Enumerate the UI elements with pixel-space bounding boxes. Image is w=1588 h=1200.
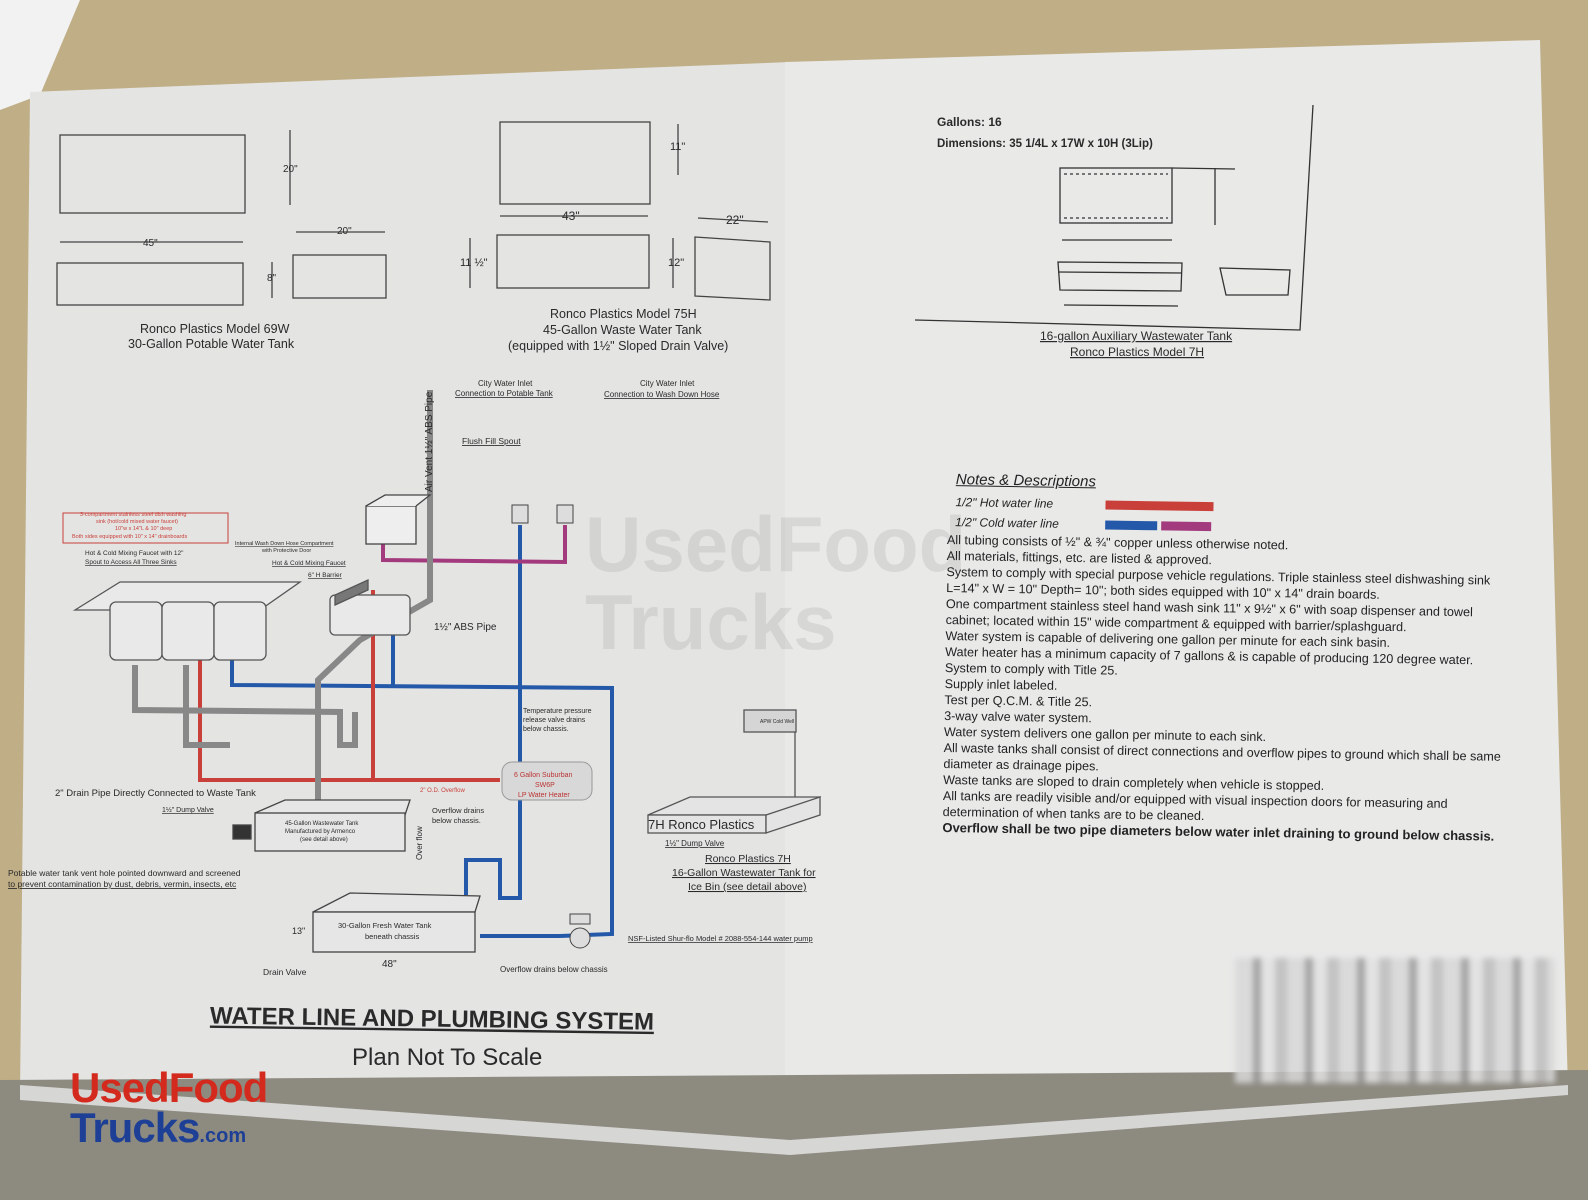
label: Manufactured by Armenco: [285, 829, 356, 835]
tank-caption: 16-gallon Auxiliary Wastewater Tank: [1040, 329, 1233, 343]
label: Hot & Cold Mixing Faucet with 12": [85, 550, 184, 557]
dim-label: 20": [283, 164, 298, 175]
label: 2" Drain Pipe Directly Connected to Wast…: [55, 788, 256, 799]
dim-label: 13": [292, 926, 305, 936]
three-compartment-sink: [72, 581, 303, 661]
label: Internal Wash Down Hose Compartment: [235, 541, 334, 547]
tank-69w-drawing: [56, 130, 387, 306]
label: City Water Inlet: [478, 379, 533, 388]
water-heater: [501, 761, 593, 801]
heater-label: LP Water Heater: [518, 792, 570, 799]
tank-75h-drawing: [469, 121, 771, 301]
tank-caption: Ronco Plastics Model 69W: [140, 322, 290, 336]
ice-bin-tank: [647, 709, 822, 834]
hot-line-swatch: [1105, 499, 1214, 511]
tank-caption: 30-Gallon Potable Water Tank: [128, 337, 295, 351]
air-vent-label: Air Vent 1½" ABS Pipe: [424, 391, 435, 492]
water-pump: [569, 913, 591, 949]
dim-label: 20": [337, 226, 352, 237]
sink-note: sink (hot/cold mixed water faucet): [96, 519, 178, 525]
tank-caption: Ronco Plastics Model 75H: [550, 307, 697, 321]
dim-label: 48": [382, 959, 397, 970]
drain-and-vent-pipes: [132, 390, 433, 800]
sink-note: Both sides equipped with 10" x 14" drain…: [72, 534, 187, 540]
label: Connection to Potable Tank: [455, 389, 554, 398]
tank-dimensions: Dimensions: 35 1/4L x 17W x 10H (3Lip): [937, 138, 1153, 150]
label: below chassis.: [523, 726, 569, 733]
label: APW Cold Well: [760, 719, 794, 725]
heater-label: 6 Gallon Suburban: [514, 772, 572, 779]
heater-label: SW6P: [535, 782, 555, 789]
label: 6" H Barrier: [308, 572, 343, 579]
dim-label: 12": [668, 257, 684, 269]
right-page: [785, 40, 1568, 1150]
label: with Protective Door: [261, 548, 311, 554]
dim-label: 11 ½": [460, 257, 488, 269]
dim-label: 45": [143, 238, 158, 249]
cold-water-lines: [230, 525, 614, 938]
label: Overflow drains below chassis: [500, 965, 608, 974]
diagram-title: WATER LINE AND PLUMBING SYSTEM: [210, 1003, 654, 1036]
label: 7H Ronco Plastics: [648, 817, 755, 832]
label: Flush Fill Spout: [462, 436, 521, 446]
hand-wash-sink: [329, 578, 411, 636]
label: 45-Gallon Wastewater Tank: [285, 821, 359, 827]
label: Drain Valve: [263, 967, 307, 977]
tank-caption: (equipped with 1½" Sloped Drain Valve): [508, 339, 728, 353]
page-bottom-shadow: [0, 1070, 1588, 1200]
label: City Water Inlet: [640, 379, 695, 388]
washdown-line: [381, 525, 567, 565]
tank-caption: Ronco Plastics Model 7H: [1070, 345, 1204, 359]
label: 1½" ABS Pipe: [434, 622, 497, 633]
tank-caption: 45-Gallon Waste Water Tank: [543, 323, 702, 337]
label: 1½" Dump Valve: [665, 839, 725, 848]
cold-line-swatch-alt: [1161, 520, 1212, 531]
tank-gallons: Gallons: 16: [937, 115, 1002, 129]
usedfoodtrucks-logo: UsedFood Trucks.com: [70, 1064, 268, 1151]
dim-label: 8": [267, 273, 277, 284]
dim-label: 22": [726, 213, 744, 227]
label: NSF-Listed Shur-flo Model # 2088-554-144…: [628, 934, 813, 943]
label: release valve drains: [523, 717, 586, 724]
tank-7h-drawing: [914, 104, 1314, 331]
label: Temperature pressure: [523, 708, 592, 715]
label: Spout to Access All Three Sinks: [85, 559, 177, 566]
notes-list: All tubing consists of ½" & ¾" copper un…: [943, 532, 1507, 829]
label: Hot & Cold Mixing Faucet: [272, 560, 346, 567]
label: Potable water tank vent hole pointed dow…: [8, 868, 241, 878]
hose-compartment: [365, 494, 432, 545]
label: Over flow: [415, 826, 424, 860]
sink-note: 3-compartment stainless steel dish washi…: [80, 512, 186, 518]
fresh-tank-30gal: [312, 892, 481, 953]
waste-tank-45gal: [232, 799, 411, 852]
label: 2" O.D. Overflow: [420, 788, 465, 794]
label: Connection to Wash Down Hose: [604, 390, 720, 399]
paper-corner: [0, 0, 80, 110]
label: 16-Gallon Wastewater Tank for: [672, 867, 816, 879]
label: Overflow drains: [432, 806, 484, 815]
diagram-subtitle: Plan Not To Scale: [352, 1044, 542, 1071]
label: 1½" Dump Valve: [162, 806, 214, 814]
label: 30-Gallon Fresh Water Tank: [338, 921, 432, 930]
label: below chassis.: [432, 816, 481, 825]
label: (see detail above): [300, 837, 348, 843]
city-water-inlets: [511, 504, 574, 524]
label: beneath chassis: [365, 932, 419, 941]
sink-note: 10"w x 14"L & 10" deep: [115, 526, 172, 532]
dim-label: 43": [562, 209, 580, 223]
notes-section: Notes & Descriptions 1/2" Hot water line…: [942, 471, 1508, 845]
label: Ronco Plastics 7H: [705, 853, 791, 865]
label: to prevent contamination by dust, debris…: [8, 879, 237, 889]
blurred-label: [1235, 958, 1555, 1083]
label: Ice Bin (see detail above): [688, 881, 806, 893]
cold-line-swatch: [1105, 519, 1158, 530]
dim-label: 11": [670, 141, 685, 153]
